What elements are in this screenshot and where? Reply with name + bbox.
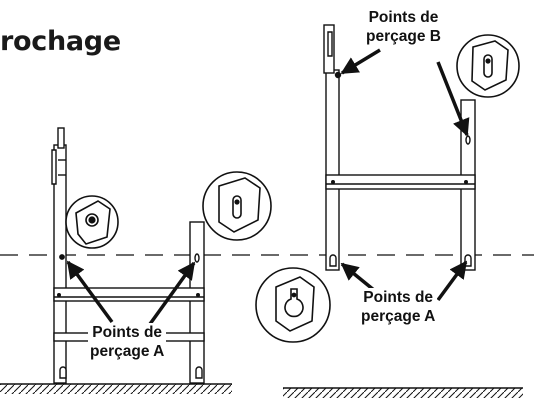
label-drill-points-a-right: Points de perçage A: [359, 288, 438, 326]
detail-slot-left: [202, 171, 272, 241]
label-drill-points-b: Points de perçage B: [364, 8, 443, 46]
detail-keyhole: [255, 267, 331, 343]
floor-right: [283, 387, 523, 398]
detail-slot-right: [456, 34, 520, 98]
page-title: rochage: [0, 26, 121, 57]
arrows: [66, 48, 470, 326]
frame-left: [51, 127, 205, 384]
frame-right: [323, 24, 476, 271]
label-drill-points-a-left: Points de perçage A: [88, 323, 167, 361]
detail-round-hole: [65, 195, 119, 249]
floor-left: [0, 383, 232, 394]
